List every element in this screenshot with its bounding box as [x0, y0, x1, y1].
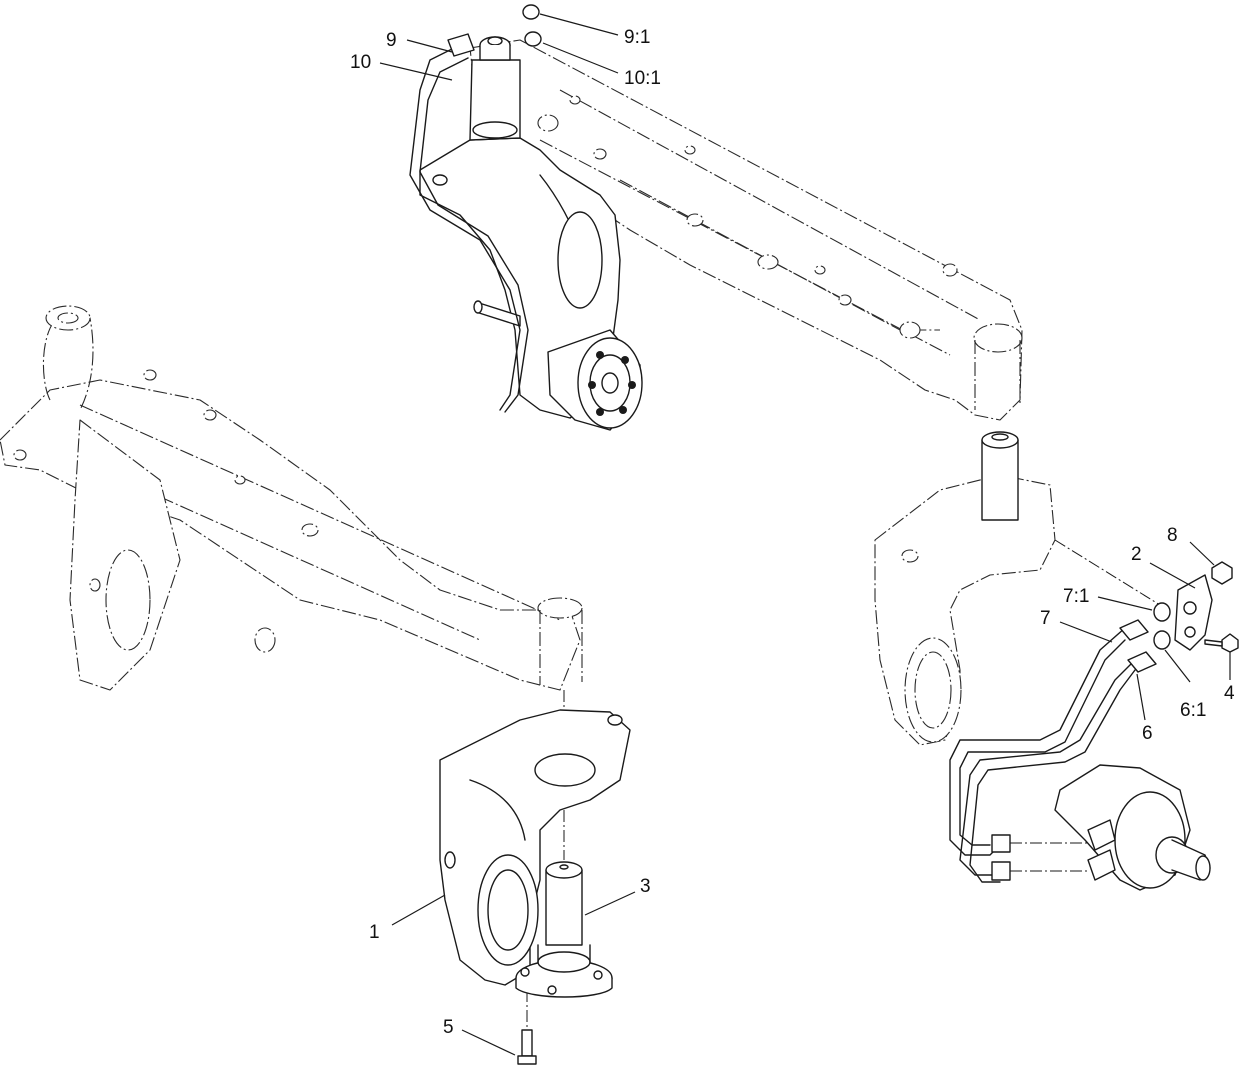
leader-10-1	[542, 42, 619, 74]
tube-bracket	[1174, 574, 1213, 651]
bracket-bolt	[1204, 633, 1239, 653]
hex-nut	[1211, 561, 1233, 585]
leader-7-1	[1097, 596, 1153, 611]
leader-9	[406, 39, 453, 53]
right-steering-knuckle	[874, 474, 1056, 746]
left-axle-frame	[0, 305, 583, 691]
leader-6	[1136, 673, 1146, 721]
right-spindle	[981, 431, 1019, 521]
callout-2: 2	[1131, 544, 1142, 565]
right-wheel-motor	[1054, 764, 1211, 891]
leader-5	[461, 1029, 516, 1056]
top-hydraulic-tubes	[409, 33, 529, 413]
top-wheel-motor	[473, 300, 643, 431]
callout-6-1: 6:1	[1180, 700, 1206, 721]
o-ring-10-1	[524, 31, 542, 47]
callout-7: 7	[1040, 608, 1051, 629]
o-ring-6-1	[1153, 630, 1171, 650]
leader-10	[379, 62, 453, 81]
leader-2	[1149, 562, 1196, 589]
callout-5: 5	[443, 1017, 454, 1038]
callout-3: 3	[640, 876, 651, 897]
spindle-hub	[515, 861, 613, 998]
callout-9: 9	[386, 30, 397, 51]
callout-6: 6	[1142, 723, 1153, 744]
right-bracket-guide	[1054, 539, 1161, 606]
o-ring-7-1	[1153, 602, 1171, 622]
callout-10-1: 10:1	[624, 68, 661, 89]
callout-7-1: 7:1	[1063, 586, 1089, 607]
leader-6-1	[1164, 649, 1191, 683]
leader-7	[1059, 621, 1113, 643]
top-axle-frame	[469, 39, 1023, 421]
knuckle-bolt	[517, 1029, 537, 1065]
callout-1: 1	[369, 922, 380, 943]
callout-10: 10	[350, 52, 371, 73]
callout-labels: 1 2 3 4 5 6 6:1 7 7:1 8 9 9:1 10 10:1	[350, 27, 1235, 1038]
hydraulic-tubes-right	[949, 619, 1157, 883]
callout-8: 8	[1167, 525, 1178, 546]
callout-9-1: 9:1	[624, 27, 650, 48]
leader-1	[391, 894, 446, 926]
callout-4: 4	[1224, 683, 1235, 704]
left-steering-knuckle	[439, 709, 631, 986]
leader-8	[1189, 541, 1215, 566]
leader-lines	[379, 13, 1231, 1056]
leader-9-1	[539, 13, 619, 36]
leader-3	[584, 891, 636, 916]
o-ring-9-1	[522, 4, 540, 20]
